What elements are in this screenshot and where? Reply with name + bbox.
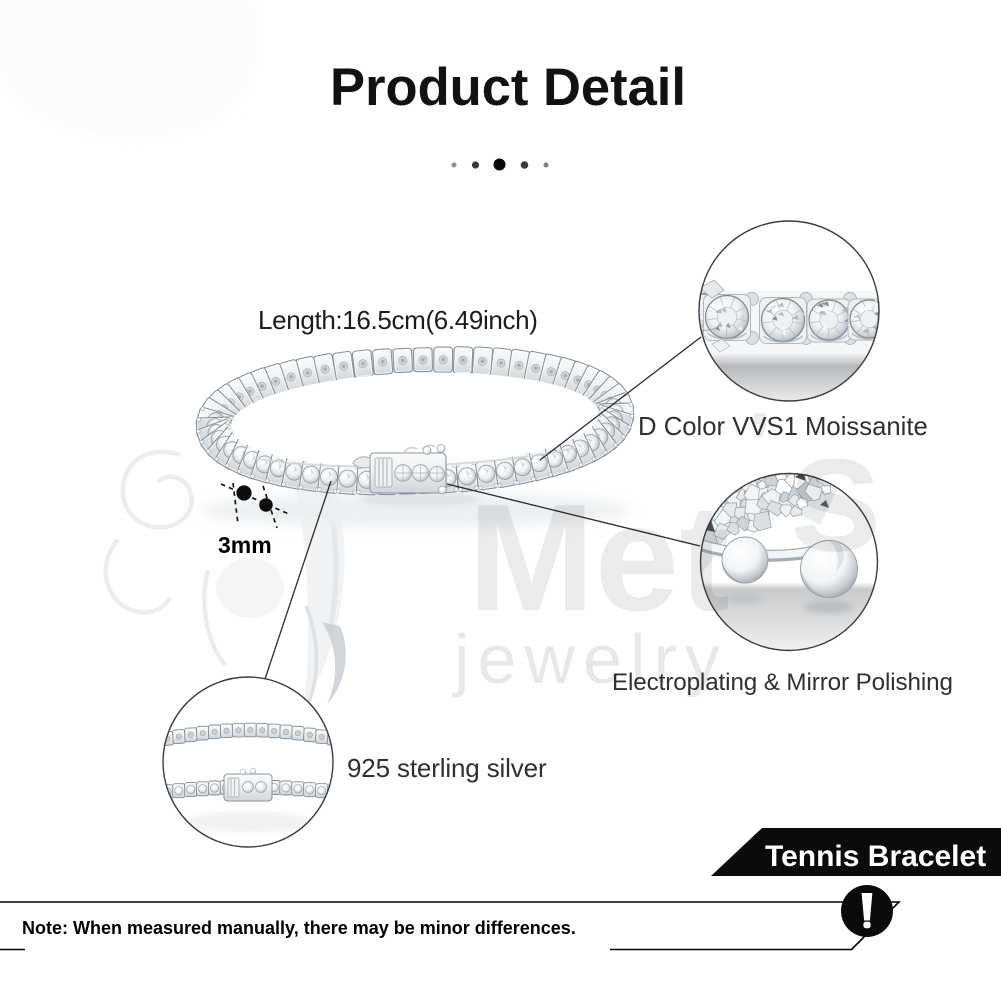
svg-text:’: ’ [748,396,772,491]
svg-text:Met: Met [468,473,730,643]
svg-text:jewelry: jewelry [452,620,728,698]
svg-text:3mm: 3mm [218,532,272,558]
svg-text:Tennis Bracelet: Tennis Bracelet [765,840,986,873]
svg-text:Product Detail: Product Detail [330,58,686,117]
svg-text:D Color VVS1 Moissanite: D Color VVS1 Moissanite [638,413,928,441]
svg-text:Length:16.5cm(6.49inch): Length:16.5cm(6.49inch) [258,305,538,335]
svg-text:s: s [788,397,883,587]
svg-text:Electroplating & Mirror Polish: Electroplating & Mirror Polishing [612,669,953,696]
svg-text:Note: When measured manually,: Note: When measured manually, there may … [22,918,576,938]
svg-text:925 sterling silver: 925 sterling silver [347,753,547,783]
